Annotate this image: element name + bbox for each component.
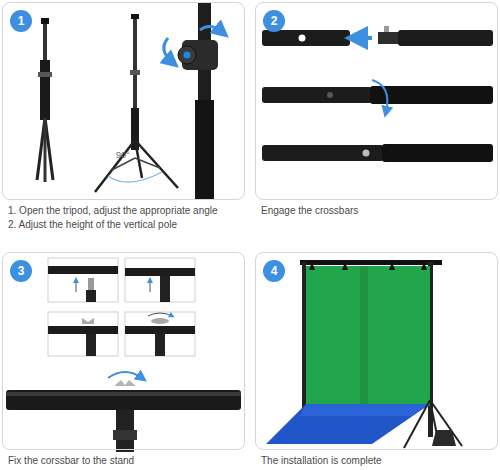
crossbar-tube	[262, 30, 350, 46]
step-number: 3	[10, 260, 32, 282]
turn-arrow	[148, 313, 172, 316]
blue-screen-fold	[300, 404, 430, 416]
blue-screen	[266, 404, 430, 444]
angle-label: 90°	[116, 150, 130, 160]
crossbar-insert	[378, 32, 400, 44]
inset-box	[125, 312, 195, 356]
tripod-leg	[404, 400, 430, 448]
tripod-pole	[133, 16, 137, 112]
tripod-brace	[135, 158, 160, 168]
pole-fitting	[113, 430, 137, 440]
crossbar-tube	[262, 87, 372, 103]
tripod-fitting	[131, 14, 139, 19]
angle-arc	[108, 172, 162, 182]
sandbag	[432, 430, 456, 446]
tripod-leg	[44, 118, 47, 182]
spring-clamps	[309, 262, 427, 270]
push-arrow	[356, 36, 372, 40]
caption-group: The installation is complete	[261, 454, 500, 468]
pole-clamp	[182, 40, 218, 70]
rotate-arrow	[200, 26, 222, 32]
tripod-leg	[95, 140, 135, 192]
step-caption: The installation is complete	[261, 454, 500, 468]
wing-nut	[82, 318, 94, 324]
crossbar-tube	[398, 30, 493, 46]
step-panel: 1. Open the tripod, adjust the appropria…	[2, 2, 245, 200]
tripod-leg	[430, 400, 462, 446]
tripod-lock	[130, 70, 140, 75]
clamp-knob	[178, 46, 196, 64]
stand-pole	[86, 290, 96, 302]
crossbar-hole	[299, 35, 306, 42]
step-caption: 1. Open the tripod, adjust the appropria…	[8, 204, 248, 218]
crossbar-highlight	[6, 392, 241, 396]
crossbar-tube	[262, 145, 384, 161]
step-caption: Fix the corssbar to the stand	[8, 454, 248, 468]
tripod-lock	[38, 72, 52, 77]
step-number-text: 2	[271, 14, 278, 28]
crossbar-tube	[382, 144, 493, 162]
wing-nut	[114, 380, 136, 386]
stand-pole	[160, 276, 170, 302]
crossbar-tube	[48, 326, 118, 334]
step-panel: Engage the crossbars2	[255, 2, 498, 200]
crossbar-hole	[327, 92, 333, 98]
stand-screw	[88, 278, 94, 290]
top-crossbar	[300, 260, 442, 265]
clamp-knob-center	[184, 52, 191, 59]
insert-arrow	[76, 280, 77, 292]
crossbar-tube	[125, 326, 195, 334]
rotate-arrow	[164, 38, 172, 62]
inset-box	[48, 258, 118, 302]
step-number: 1	[10, 10, 32, 32]
tripod-fitting	[41, 18, 49, 24]
step-panel: Fix the corssbar to the stand3	[2, 252, 245, 450]
step-caption: Engage the crossbars	[261, 204, 500, 218]
step-number-text: 4	[271, 264, 278, 278]
inset-box	[125, 258, 195, 302]
crossbar-tube	[48, 266, 118, 274]
insert-arrow	[150, 280, 151, 292]
caption-group: Engage the crossbars	[261, 204, 500, 218]
caption-group: Fix the corssbar to the stand	[8, 454, 248, 468]
step-panel: The installation is complete4	[255, 252, 498, 450]
screen-fold	[360, 266, 368, 406]
step-number: 2	[263, 10, 285, 32]
stand-pole	[302, 262, 306, 412]
spring-pin	[363, 150, 370, 157]
spring-pin	[384, 26, 389, 32]
wing-nut	[151, 318, 169, 324]
step-caption: 2. Adjust the height of the vertical pol…	[8, 218, 248, 232]
stand-pole	[155, 334, 165, 356]
twist-arrow	[372, 80, 387, 112]
crossbar-tube	[370, 86, 493, 104]
turn-arrow	[108, 372, 142, 378]
caption-group: 1. Open the tripod, adjust the appropria…	[8, 204, 248, 232]
crossbar-tube	[6, 390, 241, 410]
inset-box	[48, 312, 118, 356]
green-screen	[306, 266, 430, 406]
tripod-pole	[43, 20, 47, 62]
tripod-tube	[40, 60, 50, 120]
step-number-text: 3	[18, 264, 25, 278]
stand-pole	[86, 334, 96, 356]
crossbar-tube	[125, 268, 195, 276]
vertical-pole-lower	[195, 100, 214, 199]
step-number-text: 1	[18, 14, 25, 28]
step-number: 4	[263, 260, 285, 282]
